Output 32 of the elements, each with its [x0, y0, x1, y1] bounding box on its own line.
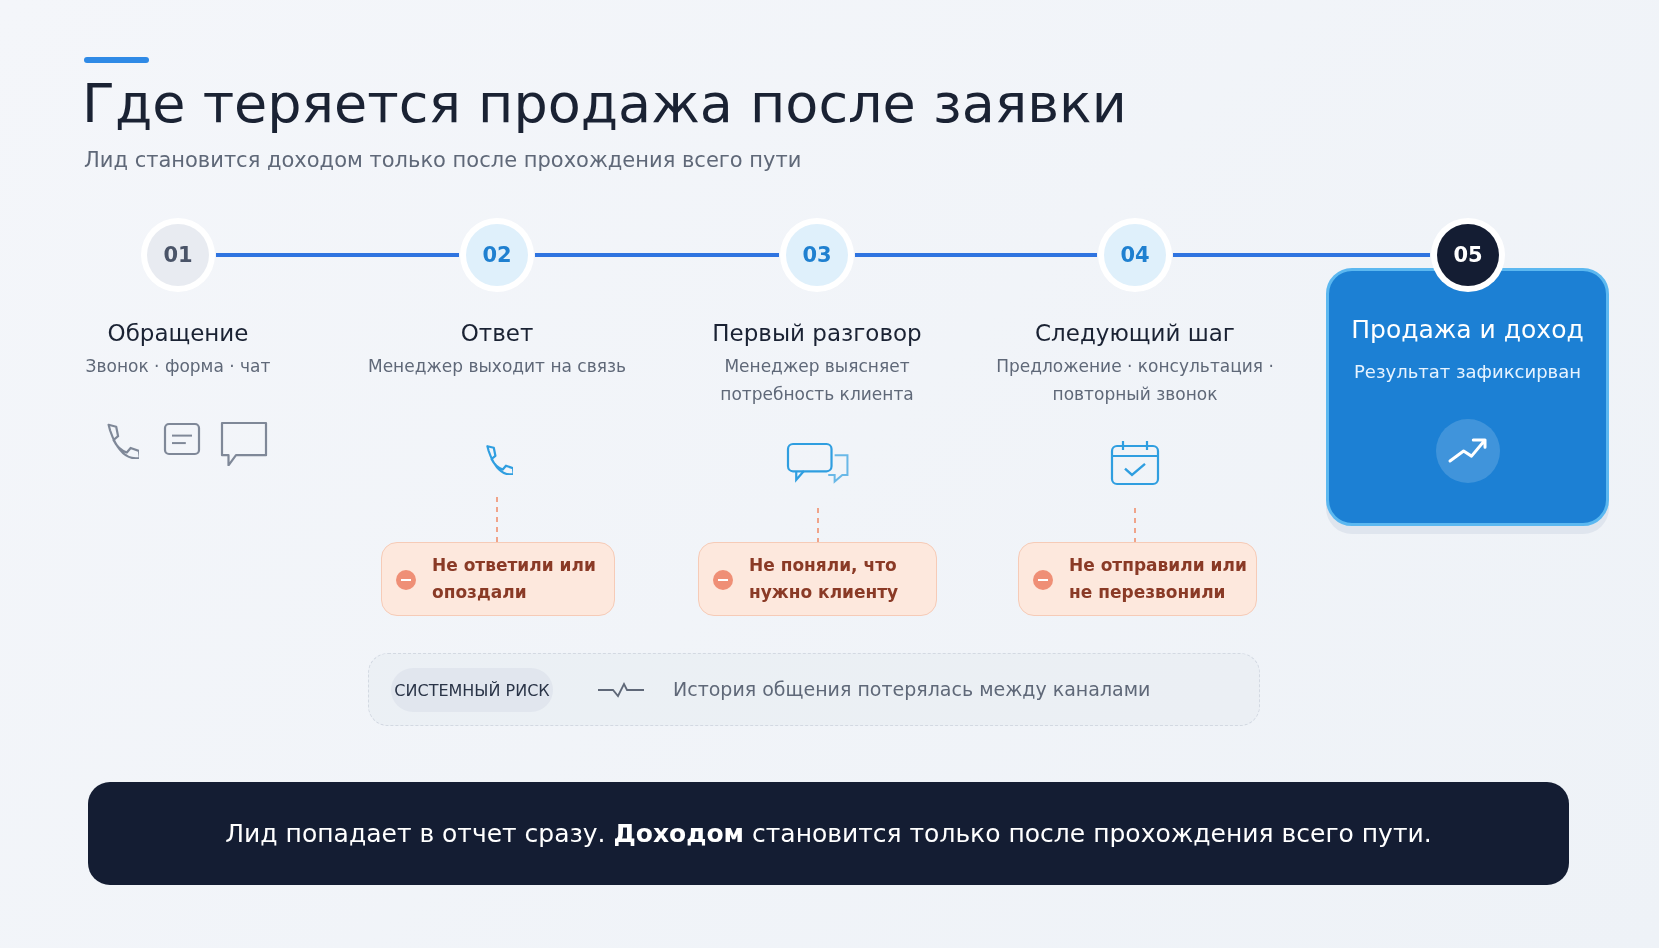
callout-text: Не поняли, что нужно клиенту	[749, 554, 900, 604]
timeline-line	[216, 253, 459, 257]
risk-callout	[698, 542, 937, 616]
risk-panel	[368, 653, 1260, 726]
step-title: Ответ	[459, 320, 535, 346]
summary-text: Лид попадает в отчет сразу. Доходом становится только после прохождения всего пути.	[225, 819, 1432, 848]
dashed-connector	[1134, 507, 1136, 543]
risk-tag: СИСТЕМНЫЙ РИСК	[391, 668, 553, 712]
step-description: Предложение · консультация · повторный звонок	[995, 355, 1275, 406]
step-title: Следующий шаг	[1034, 320, 1236, 346]
card-title: Продажа и доход	[1350, 315, 1585, 344]
risk-callout	[381, 542, 615, 616]
timeline-line	[1173, 253, 1430, 257]
step-title: Первый разговор	[711, 320, 923, 346]
step-description: Звонок · форма · чат	[84, 355, 272, 378]
title: Где теряется продажа после заявки	[82, 72, 1127, 135]
card-subtitle: Результат зафиксирван	[1353, 361, 1582, 382]
step-description: Менеджер выходит на связь	[367, 355, 627, 378]
timeline-line	[535, 253, 779, 257]
dashed-connector	[496, 496, 498, 543]
risk-text: История общения потерялась между каналами	[673, 678, 1151, 700]
chat-icon	[786, 442, 850, 486]
calendar-icon	[1110, 440, 1160, 486]
callout-text: Не ответили или опоздали	[432, 554, 597, 604]
timeline-line	[855, 253, 1097, 257]
subtitle: Лид становится доходом только после прохождения всего пути	[84, 148, 802, 172]
callout-text: Не отправили или не перезвонили	[1069, 554, 1248, 604]
summary-banner	[88, 782, 1569, 885]
step-title: Обращение	[106, 320, 250, 346]
risk-callout	[1018, 542, 1257, 616]
dashed-connector	[817, 507, 819, 543]
step-description: Менеджер выясняет потребность клиента	[719, 355, 915, 406]
